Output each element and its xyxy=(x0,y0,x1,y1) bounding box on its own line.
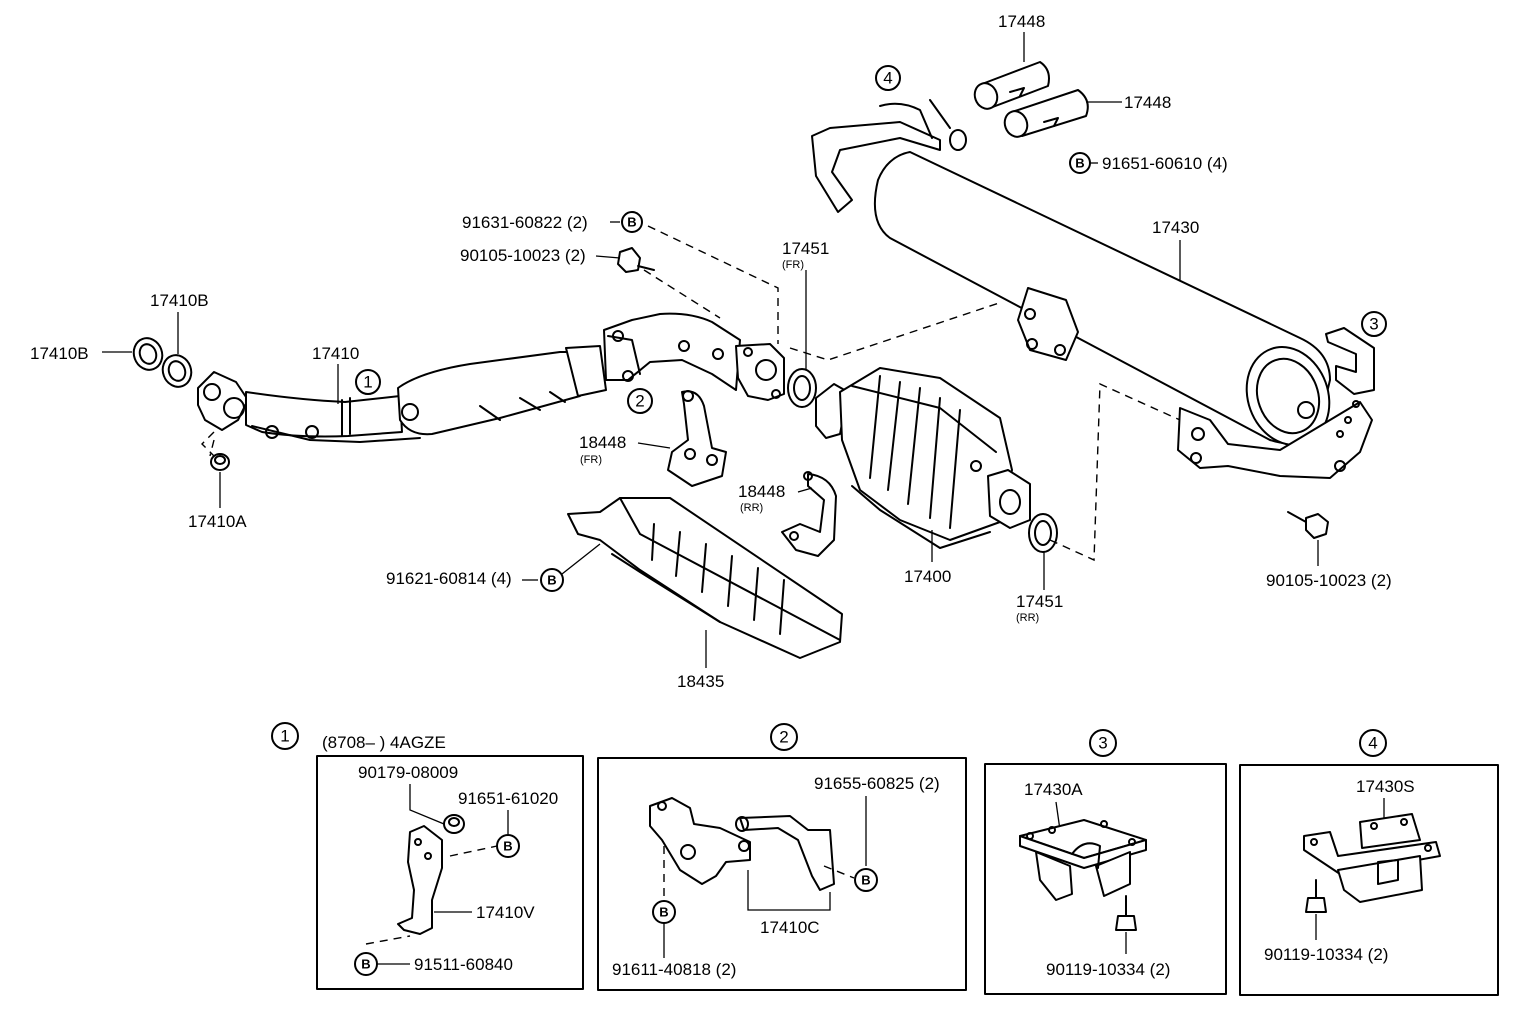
bolt-marker-letter: B xyxy=(547,573,556,588)
gasket-17451-rr xyxy=(1028,513,1058,553)
label-91611-40818: 91611-40818 (2) xyxy=(612,960,736,979)
note-18448-rr: (RR) xyxy=(740,502,763,514)
bracket-17410v xyxy=(397,825,443,935)
label-90179-08009: 90179-08009 xyxy=(358,763,458,782)
bolt-marker-b-d2-left: B xyxy=(652,900,676,924)
bolt-90119-10334-d3 xyxy=(1115,895,1137,931)
label-17451-rr: 17451 xyxy=(1016,592,1063,611)
detail-3-number: 3 xyxy=(1098,734,1107,753)
main-labels: 17448 17448 B 91651-60610 (4) 17430 9163… xyxy=(30,12,1392,691)
rubber-mount-17430a xyxy=(1019,819,1147,901)
note-17451-rr: (RR) xyxy=(1016,612,1039,624)
detail-2-number: 2 xyxy=(779,728,788,747)
center-pipe xyxy=(603,312,785,401)
label-91651-61020: 91651-61020 xyxy=(458,789,558,808)
label-90105-10023-top: 90105-10023 (2) xyxy=(460,246,586,265)
bolt-marker-letter: B xyxy=(627,215,636,230)
tail-tip-17448-right xyxy=(1003,89,1089,138)
label-17410b-upper: 17410B xyxy=(150,291,209,310)
label-17400: 17400 xyxy=(904,567,951,586)
label-17410a: 17410A xyxy=(188,512,247,531)
detail-1-number: 1 xyxy=(280,727,289,746)
hanger-bracket-17410c xyxy=(649,797,751,885)
detail-1-callout: 1 xyxy=(271,722,299,750)
bolt-90119-10334-d4 xyxy=(1305,879,1327,913)
hanger-rod xyxy=(739,815,835,891)
bolt-marker-b-91621: B xyxy=(540,543,601,592)
bracket-18448-fr xyxy=(667,390,727,487)
bolt-marker-letter: B xyxy=(503,839,512,854)
bracket-18448-rr xyxy=(781,471,837,557)
bolt-marker-b-d2-right: B xyxy=(854,868,878,892)
tail-pipe-17430 xyxy=(811,99,1375,479)
label-18435: 18435 xyxy=(677,672,724,691)
dashed-line-to-hanger xyxy=(789,301,1003,361)
bolt-marker-b-91651: B xyxy=(1069,152,1098,174)
label-17448-top: 17448 xyxy=(998,12,1045,31)
label-91621-60814: 91621-60814 (4) xyxy=(386,569,512,588)
dashed-line-flange-upper xyxy=(647,225,779,344)
callout-3-number: 3 xyxy=(1369,315,1378,334)
label-17430a: 17430A xyxy=(1024,780,1083,799)
bolt-marker-letter: B xyxy=(1075,156,1084,171)
label-17410v: 17410V xyxy=(476,903,535,922)
label-17410: 17410 xyxy=(312,344,359,363)
detail-4-callout: 4 xyxy=(1359,729,1387,757)
bolt-90105-10023-right xyxy=(1287,511,1329,539)
gasket-17410b-right xyxy=(161,354,193,388)
catalytic-converter-17400 xyxy=(815,367,1031,549)
label-17451-fr: 17451 xyxy=(782,239,829,258)
bolt-marker-letter: B xyxy=(861,873,870,888)
label-91655-60825: 91655-60825 (2) xyxy=(814,774,940,793)
label-17410b-left: 17410B xyxy=(30,344,89,363)
label-18448-fr: 18448 xyxy=(579,433,626,452)
detail-1-header: (8708– ) 4AGZE xyxy=(322,733,446,752)
front-exhaust-pipe-17410 xyxy=(197,345,607,443)
bolt-marker-letter: B xyxy=(361,957,370,972)
note-18448-fr: (FR) xyxy=(580,454,602,466)
detail-panel-3: 3 17430A 90119-10334 (2) xyxy=(984,729,1227,995)
callout-2-number: 2 xyxy=(635,392,644,411)
detail-panel-2: 2 91655-60825 (2) B 17410C B 91611-40818… xyxy=(597,723,967,991)
gasket-17451-fr xyxy=(787,368,817,408)
label-90119-10334-d3: 90119-10334 (2) xyxy=(1046,960,1170,979)
dashed-line-bolt-upper xyxy=(643,269,721,319)
callout-3-main: 3 xyxy=(1361,311,1387,337)
part-17410a xyxy=(201,431,230,471)
callout-2-main: 2 xyxy=(627,388,653,414)
heat-insulator-18435 xyxy=(567,497,843,659)
label-91511-60840: 91511-60840 xyxy=(414,955,513,974)
label-18448-rr: 18448 xyxy=(738,482,785,501)
label-91651-60610: 91651-60610 (4) xyxy=(1102,154,1228,173)
label-17448-right: 17448 xyxy=(1124,93,1171,112)
bolt-marker-b-d1-bottom: B xyxy=(354,952,410,976)
gasket-17410b-left xyxy=(132,337,164,371)
dashed-line-17410a xyxy=(209,439,215,457)
callout-1-main: 1 xyxy=(355,369,381,395)
bolt-90105-10023-top xyxy=(617,247,655,273)
callout-4-main: 4 xyxy=(875,65,901,91)
dashed-line-rear-flange xyxy=(1049,382,1181,562)
detail-2-callout: 2 xyxy=(770,723,798,751)
bolt-marker-b-91631: B xyxy=(621,211,643,233)
callout-4-number: 4 xyxy=(883,69,892,88)
label-91631-60822: 91631-60822 (2) xyxy=(462,213,588,232)
bolt-marker-letter: B xyxy=(659,905,668,920)
rubber-mount-17430s xyxy=(1303,813,1441,903)
label-90119-10334-d4: 90119-10334 (2) xyxy=(1264,945,1388,964)
callout-1-number: 1 xyxy=(363,373,372,392)
label-90105-10023-right: 90105-10023 (2) xyxy=(1266,571,1392,590)
tail-tip-17448-top xyxy=(973,61,1050,110)
note-17451-fr: (FR) xyxy=(782,259,804,271)
main-exhaust-drawing xyxy=(132,61,1375,659)
label-17410c: 17410C xyxy=(760,918,820,937)
detail-4-number: 4 xyxy=(1368,734,1377,753)
detail-panel-1: 1 (8708– ) 4AGZE 90179-08009 91651-61020… xyxy=(271,722,584,990)
label-17430s: 17430S xyxy=(1356,777,1415,796)
bolt-marker-b-d1-top: B xyxy=(496,834,520,858)
label-17430: 17430 xyxy=(1152,218,1199,237)
detail-panel-4: 4 17430S 90119-10334 (2) xyxy=(1239,729,1499,996)
detail-3-callout: 3 xyxy=(1089,729,1117,757)
